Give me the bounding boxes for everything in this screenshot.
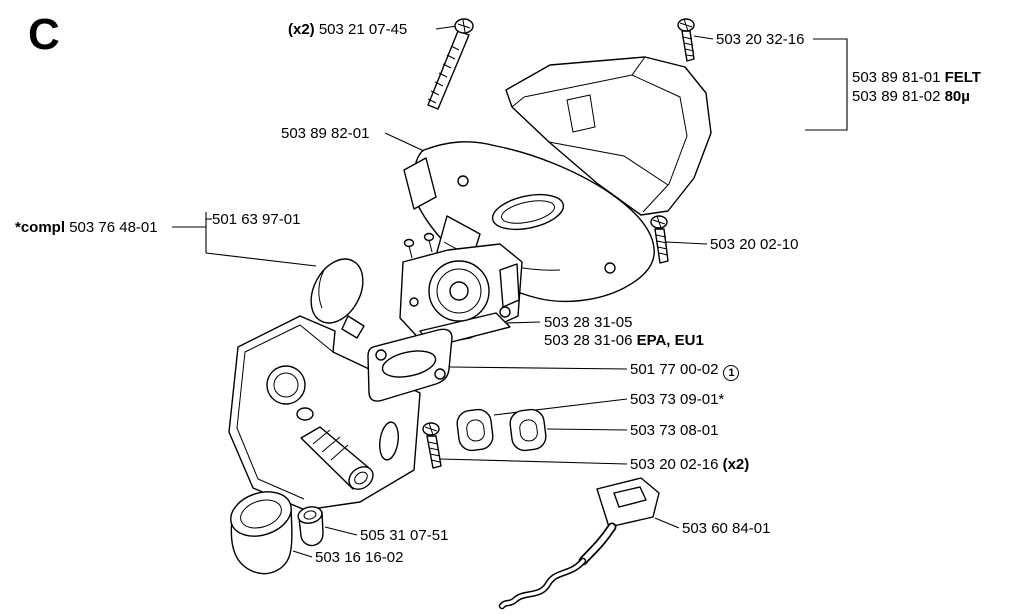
label-felt-1: 503 89 81-01 FELT [852, 69, 981, 86]
long-screw-drawing [427, 18, 474, 110]
part-number: 503 20 32-16 [716, 31, 805, 48]
big-cylinder-drawing [230, 491, 293, 575]
part-number: 505 31 07-51 [360, 527, 449, 544]
section-letter: C [28, 10, 61, 59]
label-complete-assembly: *compl 503 76 48-01 [15, 219, 158, 236]
airbox-drawing [228, 315, 421, 511]
part-number: 503 73 08-01 [630, 422, 719, 439]
screw-0216-drawing [422, 422, 442, 469]
carburetor-drawing [399, 232, 523, 348]
label-cylinder: 503 16 16-02 [315, 549, 403, 566]
part-number: 503 73 09-01* [630, 391, 725, 408]
grommets-drawing [456, 408, 547, 452]
part-number: 503 20 02-10 [710, 236, 799, 253]
label-carburetor-1: 503 28 31-05 [544, 314, 632, 331]
primer-bulb-drawing [310, 258, 365, 339]
label-screw-0216: 503 20 02-16 (x2) [630, 456, 749, 473]
part-number: 503 21 07-45 [318, 21, 408, 38]
part-number: 503 16 16-02 [315, 549, 404, 566]
label-throttle: 503 60 84-01 [682, 520, 770, 537]
part-number: 503 89 81-02 [852, 88, 945, 105]
label-felt-2: 503 89 81-02 80µ [852, 88, 970, 105]
label-small-part: 505 31 07-51 [360, 527, 448, 544]
part-number: 501 63 97-01 [212, 211, 301, 228]
label-qty-bold: (x2) [288, 21, 319, 38]
label-long-screw: (x2) 503 21 07-45 [288, 21, 407, 38]
screw-0210-drawing [650, 215, 669, 264]
label-micron-bold: 80µ [944, 88, 970, 105]
label-primer-bulb: 501 63 97-01 [212, 211, 300, 228]
cover-screw-drawing [677, 18, 695, 62]
part-number: 503 89 82-01 [281, 125, 370, 142]
small-cylinder-drawing [297, 506, 324, 547]
label-qty-bold: (x2) [722, 456, 750, 473]
label-filter-base: 503 89 82-01 [281, 125, 369, 142]
label-screw-0210: 503 20 02-10 [710, 236, 798, 253]
part-number: 503 28 31-06 [544, 332, 637, 349]
label-cover-screw: 503 20 32-16 [716, 31, 804, 48]
label-epa-bold: EPA, EU1 [636, 332, 704, 349]
part-number: 503 76 48-01 [69, 219, 158, 236]
label-grommet-a: 503 73 09-01* [630, 391, 724, 408]
circled-1-badge: 1 [723, 365, 740, 381]
part-number: 501 77 00-02 [630, 361, 719, 378]
label-felt-bold: FELT [944, 69, 981, 86]
part-number: 503 89 81-01 [852, 69, 945, 86]
label-grommet-b: 503 73 08-01 [630, 422, 718, 439]
label-carburetor-2: 503 28 31-06 EPA, EU1 [544, 332, 704, 349]
part-number: 503 20 02-16 [630, 456, 723, 473]
gasket-drawing [367, 328, 453, 402]
label-compl-bold: *compl [15, 219, 70, 236]
part-number: 503 60 84-01 [682, 520, 771, 537]
air-filter-cover-drawing [505, 56, 712, 216]
throttle-handle-drawing [498, 477, 660, 610]
part-number: 503 28 31-05 [544, 314, 633, 331]
leader-lines [172, 25, 848, 558]
